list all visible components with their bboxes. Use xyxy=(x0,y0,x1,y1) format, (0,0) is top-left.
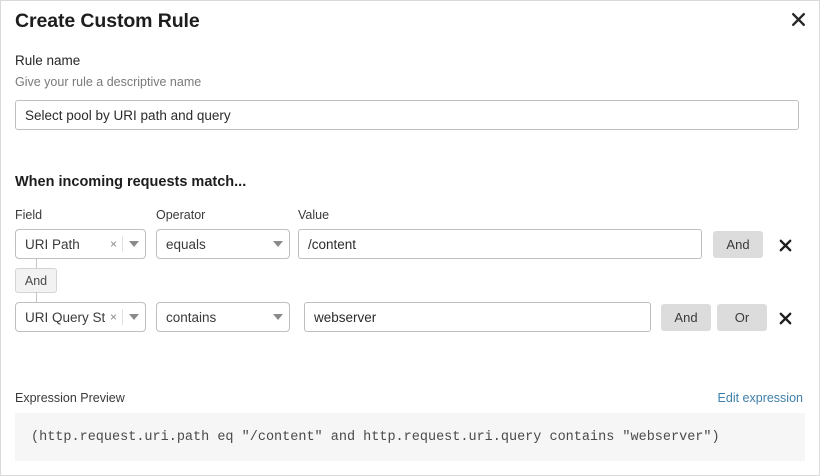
chevron-down-icon[interactable] xyxy=(267,241,289,247)
and-button-row-1[interactable]: And xyxy=(661,304,711,331)
expression-preview-label: Expression Preview xyxy=(15,391,125,405)
column-header-value: Value xyxy=(298,208,330,222)
column-header-operator: Operator xyxy=(156,208,206,222)
select-divider xyxy=(122,309,123,325)
clear-icon[interactable]: × xyxy=(109,237,117,251)
expression-preview-code: (http.request.uri.path eq "/content" and… xyxy=(31,429,720,445)
field-select-row-0-value: URI Path xyxy=(25,236,80,252)
operator-select-row-1-value: contains xyxy=(166,309,217,325)
select-divider xyxy=(122,236,123,252)
edit-expression-link[interactable]: Edit expression xyxy=(717,391,803,405)
expression-preview-box: (http.request.uri.path eq "/content" and… xyxy=(15,413,805,461)
chevron-down-icon[interactable] xyxy=(123,314,145,320)
operator-select-row-1[interactable]: contains xyxy=(156,302,290,332)
remove-row-0-close-icon[interactable] xyxy=(775,235,795,255)
rule-name-input[interactable] xyxy=(15,100,799,130)
field-select-row-1[interactable]: URI Query St... × xyxy=(15,302,146,332)
value-input-row-1[interactable] xyxy=(304,302,651,332)
operator-select-row-0[interactable]: equals xyxy=(156,229,290,259)
close-icon[interactable] xyxy=(786,7,810,31)
field-select-row-0[interactable]: URI Path × xyxy=(15,229,146,259)
value-input-row-0[interactable] xyxy=(298,229,702,259)
match-section-heading: When incoming requests match... xyxy=(15,174,247,190)
remove-row-1-close-icon[interactable] xyxy=(775,308,795,328)
clear-icon[interactable]: × xyxy=(109,310,117,324)
column-header-field: Field xyxy=(15,208,43,222)
or-button-row-1[interactable]: Or xyxy=(717,304,767,331)
field-select-row-1-value: URI Query St... xyxy=(25,309,105,325)
chevron-down-icon[interactable] xyxy=(267,314,289,320)
connector-and-badge[interactable]: And xyxy=(15,268,57,293)
connector-line-top xyxy=(36,259,37,269)
rule-name-label: Rule name xyxy=(15,53,81,68)
rule-name-hint: Give your rule a descriptive name xyxy=(15,75,202,89)
dialog-title: Create Custom Rule xyxy=(15,10,200,32)
and-button-row-0[interactable]: And xyxy=(713,231,763,258)
connector-line-bottom xyxy=(36,292,37,302)
operator-select-row-0-value: equals xyxy=(166,236,206,252)
chevron-down-icon[interactable] xyxy=(123,241,145,247)
